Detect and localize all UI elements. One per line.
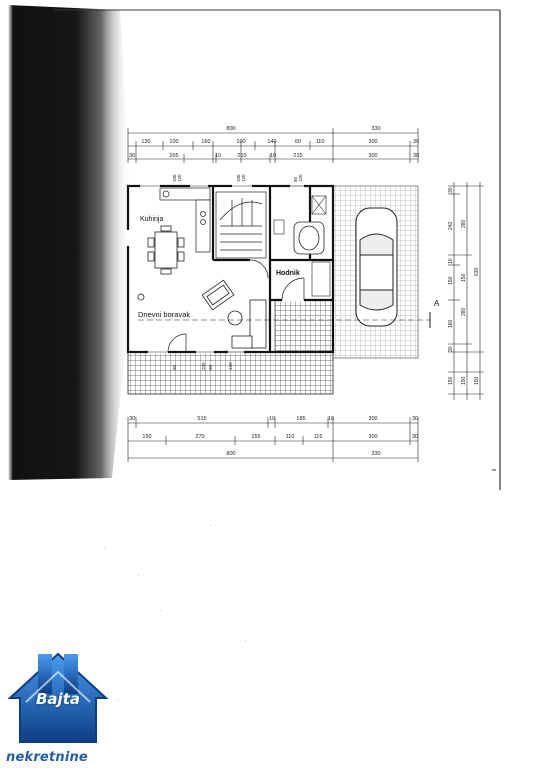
dim-bot-r2-b: 270: [195, 434, 204, 440]
dim-right-inner-4: 150: [448, 276, 454, 285]
dim-right-inner-6: 30: [448, 346, 454, 352]
dim-top-r2-b: 100: [169, 139, 178, 145]
car-icon: [355, 207, 398, 327]
staircase-icon: [215, 191, 267, 259]
dim-right-inner-2: 240: [448, 221, 454, 230]
dim-top-r2-h: 300: [368, 139, 377, 145]
dim-bot-r3-a: 800: [226, 451, 235, 457]
window-tag-10: 120: [228, 362, 233, 370]
logo-brand-word: Bajta: [36, 690, 80, 708]
dim-top-r2-a: 130: [141, 139, 150, 145]
dim-top-total-house: 800: [226, 126, 235, 132]
dim-top-r3-b: 265: [169, 153, 178, 159]
dim-top-r2-c: 160: [201, 139, 210, 145]
dim-top-r2-f: 60: [295, 139, 301, 145]
window-tag-1: 100: [172, 174, 177, 182]
kitchen-counter: [159, 187, 211, 253]
dim-right-middle-1: 280: [461, 219, 467, 228]
dim-right-outer-1: 630: [474, 267, 480, 276]
dim-bot-r1-f: 300: [368, 416, 377, 422]
dim-top-r3-e: 10: [270, 153, 276, 159]
dim-top-r2-e: 140: [267, 139, 276, 145]
dim-top-total-garage: 330: [371, 126, 380, 132]
logo-tagline: nekretnine: [6, 750, 88, 765]
window-tag-5: 60: [293, 176, 298, 182]
dim-right-middle-3: 280: [461, 307, 467, 316]
scan-shadow: [8, 5, 132, 480]
dim-bot-r2-a: 150: [142, 434, 151, 440]
section-marker: A: [434, 299, 440, 308]
top-dimensions: [127, 128, 419, 163]
window-tag-7: 90: [172, 364, 177, 370]
dim-bot-r2-d: 110: [286, 434, 295, 440]
right-dimensions: [448, 182, 484, 400]
dim-right-inner-5: 160: [448, 319, 454, 328]
dim-top-r3-c: 10: [215, 153, 221, 159]
dim-right-inner-3: 10: [448, 258, 454, 264]
dim-bot-r1-g: 30: [412, 416, 418, 422]
dim-top-r3-a: 30: [129, 153, 135, 159]
room-label-hall: Hodnik: [276, 270, 300, 277]
dim-top-r2-i: 30: [413, 139, 419, 145]
armchair-icon: [201, 279, 235, 311]
dim-bottom-right-2: 150: [461, 376, 467, 385]
dim-bottom-right-1: 150: [448, 376, 454, 385]
house-logo-icon: [7, 652, 109, 743]
room-label-kitchen: Kuhinja: [140, 216, 163, 223]
dim-top-r2-g: 110: [316, 139, 325, 145]
bottom-dimensions: [127, 417, 419, 462]
dim-top-r2-d: 100: [236, 139, 245, 145]
window-tag-9: 90: [208, 364, 213, 370]
entrance-paving: [274, 299, 334, 353]
dim-right-middle-2: 150: [461, 273, 467, 282]
dim-top-r3-g: 300: [368, 153, 377, 159]
dim-bot-r2-c: 155: [251, 434, 260, 440]
sheet-border: [54, 9, 501, 490]
dim-bot-r2-f: 300: [368, 434, 377, 440]
dim-bot-r1-c: 10: [269, 416, 275, 422]
dim-bot-r1-b: 515: [197, 416, 206, 422]
dim-bot-r2-g: 30: [412, 434, 418, 440]
dim-top-r3-f: 215: [293, 153, 302, 159]
dining-table-icon: [147, 225, 185, 275]
window-tag-6: 120: [298, 174, 303, 182]
dim-bot-r3-b: 330: [371, 451, 380, 457]
dim-bot-r2-e: 115: [314, 434, 323, 440]
window-tag-2: 120: [177, 174, 182, 182]
dim-bot-r1-a: 30: [129, 416, 135, 422]
window-tag-4: 120: [241, 174, 246, 182]
dim-bottom-right-3: 150: [474, 376, 480, 385]
bathtub-icon: [293, 221, 325, 255]
dim-bot-r1-d: 185: [296, 416, 305, 422]
dim-right-inner-1: 30: [448, 187, 454, 193]
dim-bot-r1-e: 10: [328, 416, 334, 422]
dim-top-r3-d: 210: [237, 153, 246, 159]
window-tag-8: 200: [201, 362, 206, 370]
dim-top-r3-h: 30: [413, 153, 419, 159]
room-label-living: Dnevni boravak: [138, 310, 190, 319]
terrace-paving: [127, 351, 334, 395]
window-tag-3: 100: [236, 174, 241, 182]
